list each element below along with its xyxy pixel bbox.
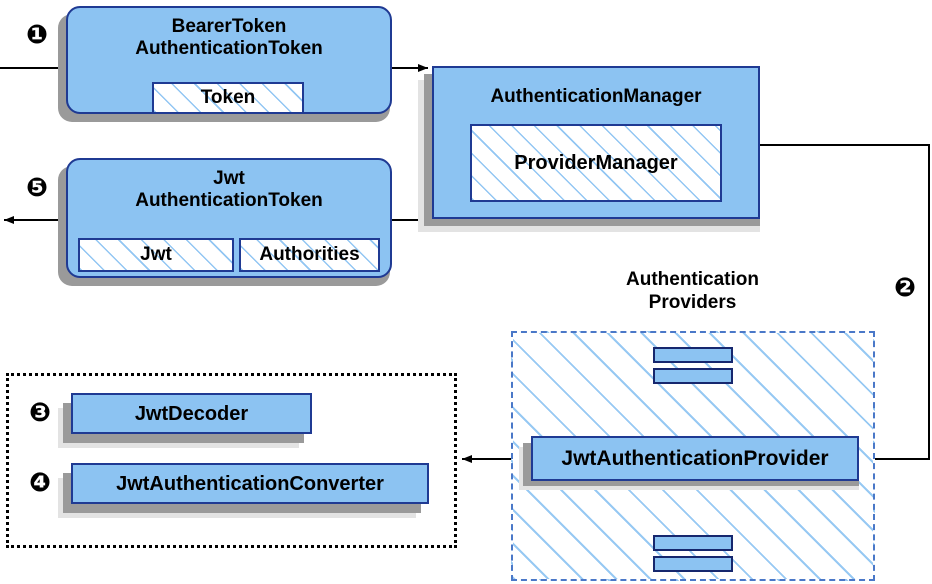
provider-stub-bar-top-1 — [653, 347, 733, 363]
jwt-support-components-region — [6, 373, 457, 548]
provider-manager-label: ProviderManager — [514, 151, 678, 174]
authentication-manager-inner-provider-manager: ProviderManager — [470, 124, 722, 202]
step-badge-1: ❶ — [25, 20, 48, 50]
jwt-authentication-converter-node[interactable]: JwtAuthenticationConverter — [71, 463, 429, 504]
authentication-manager-title: AuthenticationManager — [490, 86, 702, 107]
jwt-authentication-provider-title: JwtAuthenticationProvider — [561, 446, 829, 470]
bearer-token-inner-token-label: Token — [200, 87, 256, 108]
jwt-token-inner-jwt: Jwt — [78, 238, 234, 272]
provider-stub-bar-top-2 — [653, 368, 733, 384]
step-badge-2: ❷ — [893, 273, 916, 303]
jwt-token-node[interactable]: Jwt AuthenticationToken Jwt Authorities — [66, 158, 392, 278]
jwt-decoder-node[interactable]: JwtDecoder — [71, 393, 312, 434]
step-badge-3: ❸ — [28, 398, 51, 428]
provider-stub-bar-bottom-1 — [653, 535, 733, 551]
jwt-token-inner-jwt-label: Jwt — [140, 244, 172, 265]
authentication-manager-node[interactable]: AuthenticationManager ProviderManager — [432, 66, 760, 219]
bearer-token-inner-token: Token — [152, 82, 304, 114]
jwt-token-title: Jwt AuthenticationToken — [135, 168, 323, 211]
provider-stub-bar-bottom-2 — [653, 556, 733, 572]
jwt-decoder-title: JwtDecoder — [134, 402, 249, 425]
jwt-authentication-provider-node[interactable]: JwtAuthenticationProvider — [531, 436, 859, 481]
bearer-token-node[interactable]: BearerToken AuthenticationToken Token — [66, 6, 392, 114]
jwt-authentication-converter-title: JwtAuthenticationConverter — [116, 472, 384, 495]
providers-region-label: Authentication Providers — [626, 269, 759, 313]
jwt-token-inner-authorities-label: Authorities — [259, 244, 360, 265]
step-badge-5: ❺ — [25, 173, 48, 203]
step-badge-4: ❹ — [28, 468, 51, 498]
bearer-token-title: BearerToken AuthenticationToken — [135, 16, 323, 59]
jwt-token-inner-authorities: Authorities — [239, 238, 380, 272]
